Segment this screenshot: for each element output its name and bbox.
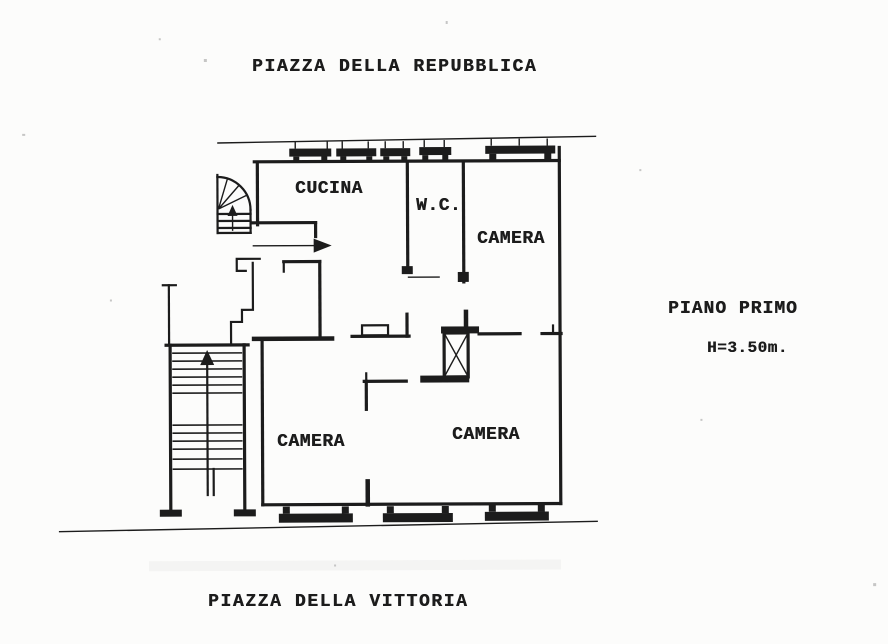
room-label-bedroom-bottom-right: CAMERA <box>452 425 520 445</box>
window-symbols-top <box>289 138 556 163</box>
hallway-walls <box>350 312 411 339</box>
window-icon <box>484 504 549 521</box>
floor-title: PIANO PRIMO <box>668 299 798 319</box>
window-icon <box>278 506 353 523</box>
scan-artifacts <box>22 20 877 587</box>
main-staircase-icon <box>159 343 256 517</box>
bedroom-divider-walls <box>362 372 408 507</box>
room-label-bedroom-top-right: CAMERA <box>477 229 545 249</box>
window-icon <box>485 138 556 160</box>
street-label-top: PIAZZA DELLA REPUBBLICA <box>252 57 538 77</box>
wc-walls <box>401 161 469 284</box>
elevator-shaft-icon <box>420 309 522 383</box>
room-label-bedroom-bottom-left: CAMERA <box>277 432 345 452</box>
facade-line-top <box>217 135 597 144</box>
entry-walls <box>249 220 318 239</box>
ceiling-height-note: H=3.50m. <box>707 339 788 357</box>
window-icon <box>382 505 453 523</box>
window-icon <box>380 141 411 163</box>
window-symbols-bottom <box>278 504 549 523</box>
facade-line-bottom <box>58 520 598 533</box>
spiral-staircase-icon <box>216 173 252 235</box>
window-icon <box>336 141 377 163</box>
street-label-bottom: PIAZZA DELLA VITTORIA <box>208 592 469 612</box>
closet-walls <box>251 259 335 342</box>
window-icon <box>289 141 332 163</box>
entrance-arrow-icon <box>252 238 332 253</box>
room-label-wc: W.C. <box>416 196 462 216</box>
room-label-kitchen: CUCINA <box>295 179 363 199</box>
window-icon <box>419 139 452 162</box>
apartment-outline <box>252 145 563 507</box>
left-wall-profile <box>161 257 261 347</box>
stair-direction-arrow-icon <box>200 350 215 497</box>
right-wall-stub <box>540 324 563 336</box>
